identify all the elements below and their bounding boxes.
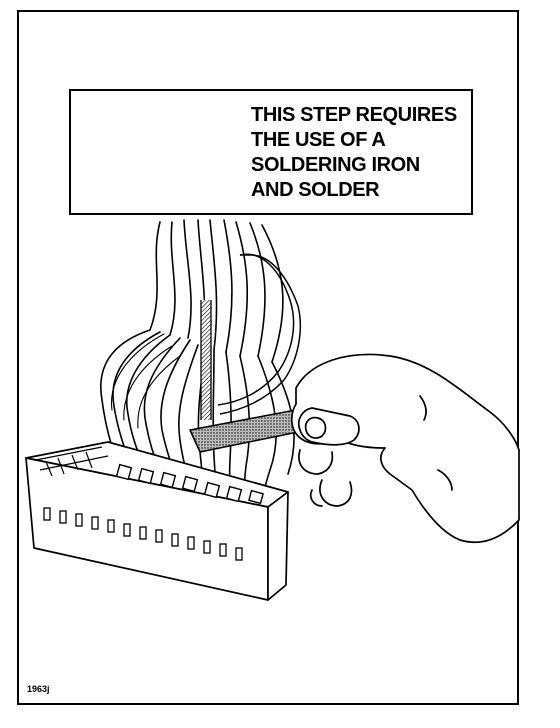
notice-line-1: THIS STEP REQUIRES [251, 104, 457, 126]
wire-ends [115, 463, 264, 505]
hand [290, 353, 520, 544]
wire-bundle [100, 219, 295, 511]
tracer-wire [200, 300, 212, 420]
terminal-windows [43, 507, 243, 561]
notice-line-3: SOLDERING IRON [251, 154, 420, 176]
connector-housing [25, 441, 289, 601]
soldering-notice-callout: THIS STEP REQUIRES THE USE OF A SOLDERIN… [69, 89, 473, 215]
connector-cavities [35, 446, 109, 477]
notice-line-2: THE USE OF A [251, 129, 386, 151]
ribbon-wire [217, 253, 302, 415]
notice-line-4: AND SOLDER [251, 179, 380, 201]
soldering-notice-text: THIS STEP REQUIRES THE USE OF A SOLDERIN… [251, 103, 473, 203]
figure-id: 1963j [27, 684, 50, 694]
